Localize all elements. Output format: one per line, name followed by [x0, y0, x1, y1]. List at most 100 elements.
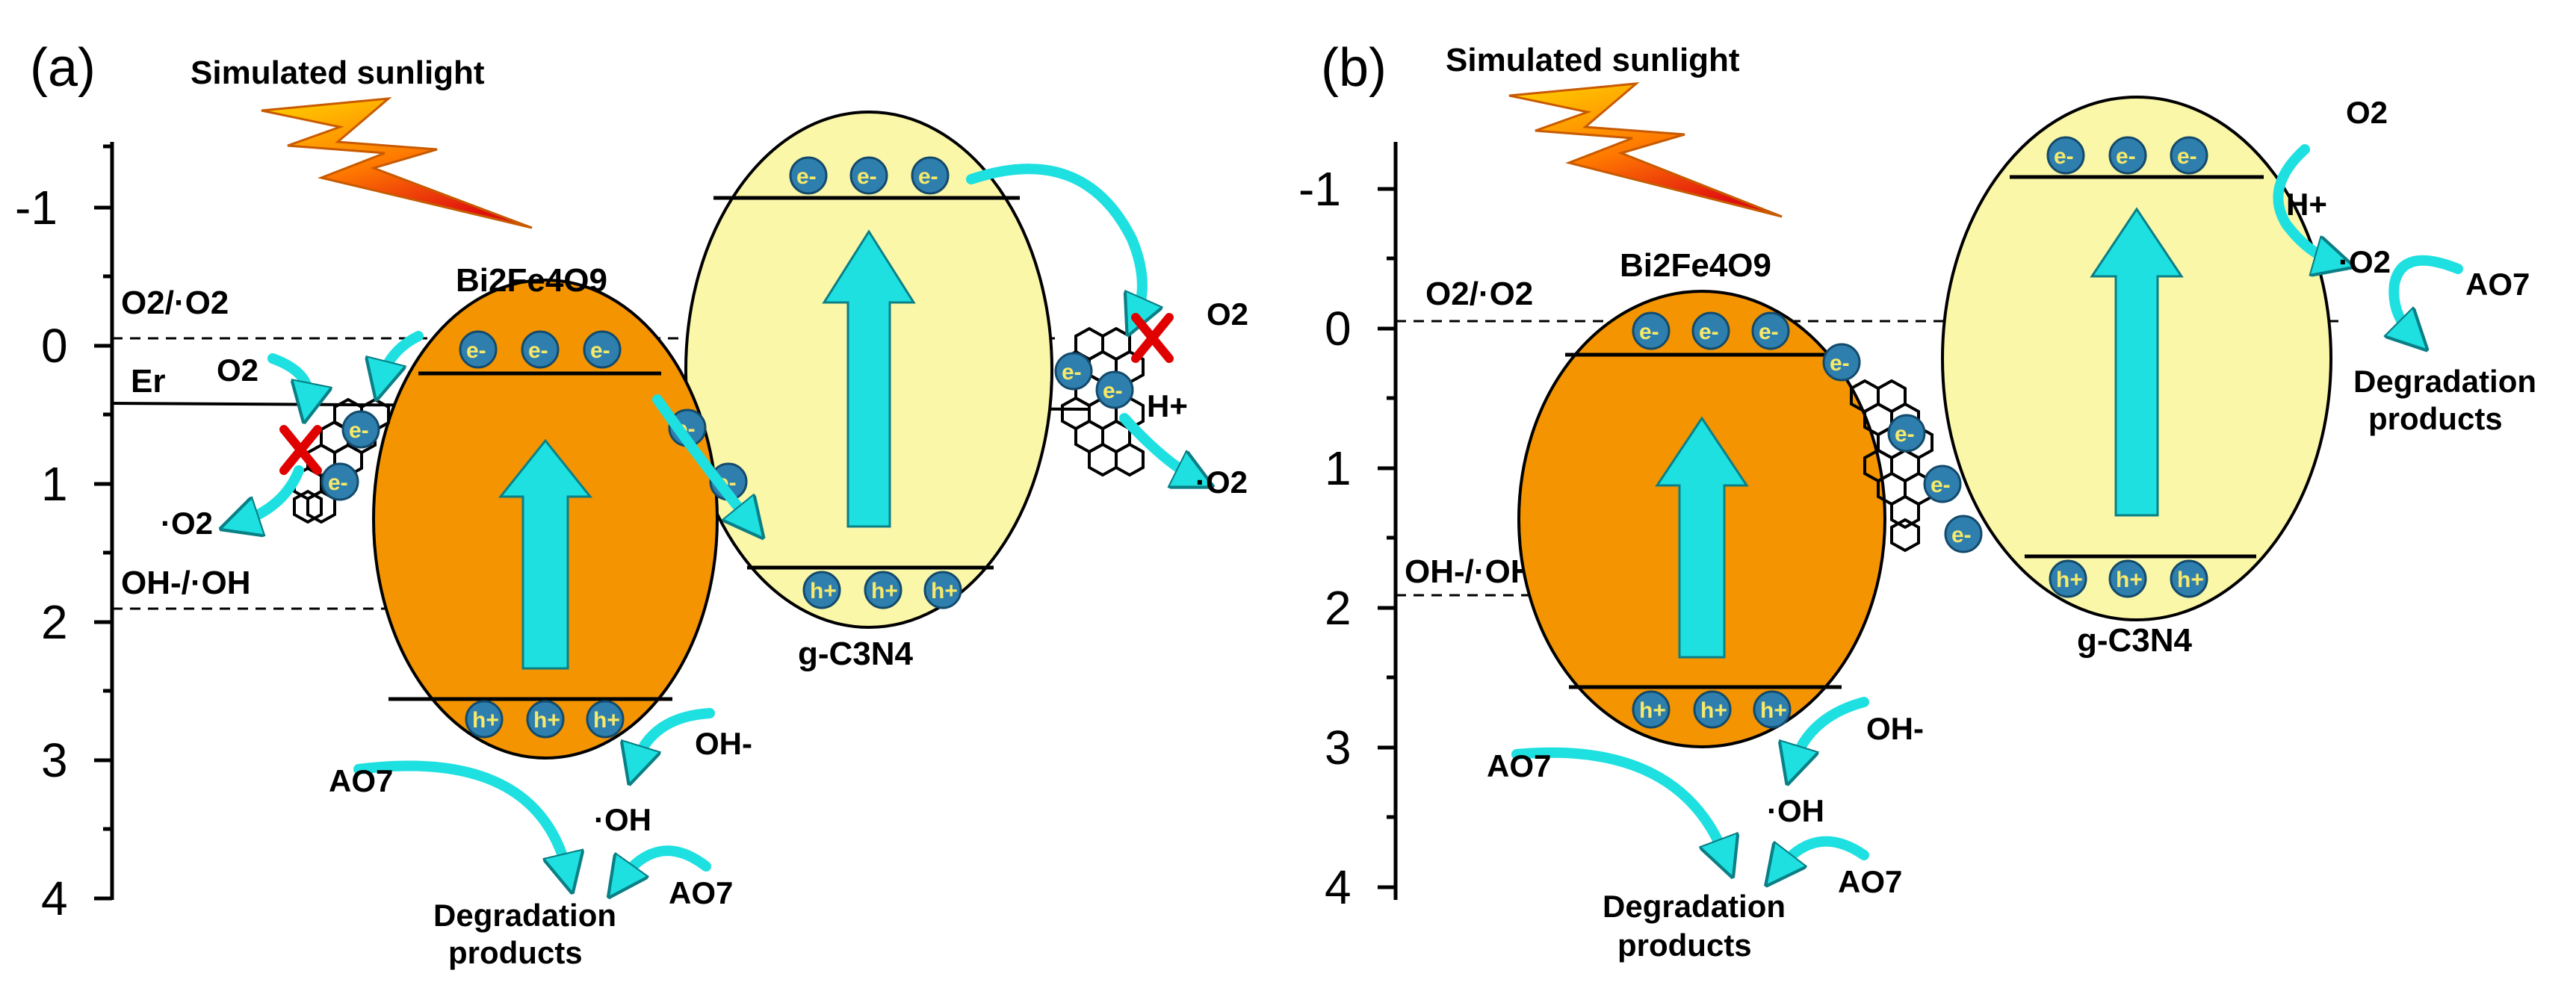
svg-text:e-: e-	[590, 338, 610, 363]
svg-text:e-: e-	[1062, 360, 1082, 385]
svg-text:h+: h+	[472, 708, 499, 733]
tick-label: 4	[41, 872, 68, 925]
electron-icon: e-	[1944, 515, 1983, 553]
tick-label: 0	[1325, 302, 1352, 355]
hole-icon: h+	[923, 571, 962, 609]
oh-level-label: OH-/·OH	[1405, 553, 1535, 590]
panel-a-sunlight-label: Simulated sunlight	[191, 55, 485, 91]
svg-text:h+: h+	[1760, 698, 1787, 723]
fermi-level-label: Er	[131, 363, 165, 400]
electron-icon: e-	[1632, 311, 1671, 350]
o2-top-label: O2	[2346, 95, 2388, 130]
oh-level-label: OH-/·OH	[121, 565, 251, 601]
hplus-label: H+	[1147, 388, 1188, 423]
svg-text:e-: e-	[2054, 144, 2074, 169]
hole-icon: h+	[1632, 690, 1671, 729]
gcn-cb-electrons: e- e- e-	[2046, 136, 2208, 175]
gcn-label: g-C3N4	[2077, 622, 2193, 659]
svg-text:e-: e-	[857, 164, 877, 189]
electron-icon: e-	[521, 330, 560, 369]
hole-icon: h+	[864, 571, 902, 609]
svg-text:h+: h+	[593, 708, 620, 733]
electron-icon: e-	[459, 330, 498, 369]
hole-icon: h+	[2049, 559, 2087, 598]
gcn-cb-electrons: e- e- e-	[789, 156, 950, 195]
electron-icon: e-	[1751, 311, 1790, 350]
o2-right-label: O2	[1207, 296, 1248, 332]
panel-b-label: (b)	[1321, 38, 1387, 98]
electron-icon: e-	[1822, 343, 1861, 382]
svg-text:e-: e-	[328, 471, 348, 495]
hole-icon: h+	[1753, 690, 1792, 729]
gcn-excitation-arrow	[2090, 207, 2184, 517]
hole-icon: h+	[586, 700, 625, 739]
tick-label: 2	[41, 595, 68, 649]
products-top-line2: products	[2368, 401, 2503, 436]
bfo-label: Bi2Fe4O9	[1620, 247, 1771, 284]
oh-minus-label: OH-	[695, 726, 752, 761]
bfo-vb-holes: h+ h+ h+	[1632, 690, 1792, 729]
tick-label: 4	[1325, 860, 1352, 914]
ao7-right-label: AO7	[669, 875, 733, 910]
tick-label: 3	[1325, 721, 1352, 774]
svg-text:e-: e-	[2177, 144, 2197, 169]
ao7-top-label: AO7	[2465, 267, 2530, 302]
svg-text:e-: e-	[349, 418, 369, 443]
svg-text:e-: e-	[918, 164, 938, 189]
svg-text:h+: h+	[1700, 698, 1727, 723]
electron-icon: e-	[583, 330, 622, 369]
blocked-x-icon	[279, 425, 322, 475]
svg-text:e-: e-	[1830, 351, 1850, 376]
electron-icon: e-	[2108, 136, 2147, 175]
products-label-line1: Degradation	[1603, 889, 1786, 924]
electron-icon: e-	[1054, 352, 1093, 391]
svg-text:e-: e-	[466, 338, 486, 363]
svg-text:e-: e-	[796, 164, 817, 189]
electron-icon: e-	[789, 156, 828, 195]
panel-a-label: (a)	[30, 38, 96, 98]
svg-text:h+: h+	[871, 579, 898, 603]
hole-icon: h+	[2108, 559, 2147, 598]
svg-text:h+: h+	[810, 579, 837, 603]
hole-icon: h+	[526, 700, 565, 739]
svg-text:h+: h+	[533, 708, 560, 733]
electron-icon: e-	[1691, 311, 1730, 350]
ao7-left-label: AO7	[329, 763, 393, 798]
blocked-x-icon	[1131, 313, 1174, 363]
o2-level-label: O2/·O2	[1425, 276, 1533, 312]
reaction-arrows	[239, 164, 1195, 881]
panel-a: (a) Simulated sunlight -1 0	[15, 38, 1248, 970]
bfo-label: Bi2Fe4O9	[456, 262, 607, 299]
bfo-cb-electrons: e- e- e-	[459, 330, 622, 369]
gcn-vb-holes: h+ h+ h+	[802, 571, 962, 609]
ao7-right-label: AO7	[1838, 864, 1902, 899]
tick-label: -1	[15, 181, 58, 235]
svg-text:h+: h+	[2056, 568, 2083, 592]
transfer-electrons: e- e- e- e-	[1822, 343, 1983, 553]
reaction-arrows	[1511, 144, 2463, 870]
gcn-vb-holes: h+ h+ h+	[2049, 559, 2208, 598]
gcn-excitation-arrow	[822, 229, 916, 528]
hole-icon: h+	[2170, 559, 2208, 598]
lightning-icon	[261, 97, 533, 229]
hole-icon: h+	[465, 700, 504, 739]
svg-text:h+: h+	[2116, 568, 2143, 592]
tick-label: -1	[1298, 162, 1341, 216]
electron-icon: e-	[911, 156, 950, 195]
svg-text:h+: h+	[931, 579, 958, 603]
svg-text:e-: e-	[1951, 523, 1972, 547]
svg-text:e-: e-	[528, 338, 548, 363]
oh-radical-label: ·OH	[594, 802, 651, 837]
products-label-line1: Degradation	[433, 898, 616, 933]
svg-text:h+: h+	[2177, 568, 2204, 592]
oh-minus-label: OH-	[1866, 711, 1924, 746]
o2-level-label: O2/·O2	[121, 285, 229, 321]
electron-icon: e-	[2170, 136, 2208, 175]
electron-icon: e-	[321, 462, 359, 501]
tick-label: 0	[41, 319, 68, 373]
products-label-line2: products	[448, 935, 583, 970]
bfo-cb-electrons: e- e- e-	[1632, 311, 1790, 350]
products-label-line2: products	[1617, 928, 1752, 963]
gcn-label: g-C3N4	[798, 636, 914, 672]
